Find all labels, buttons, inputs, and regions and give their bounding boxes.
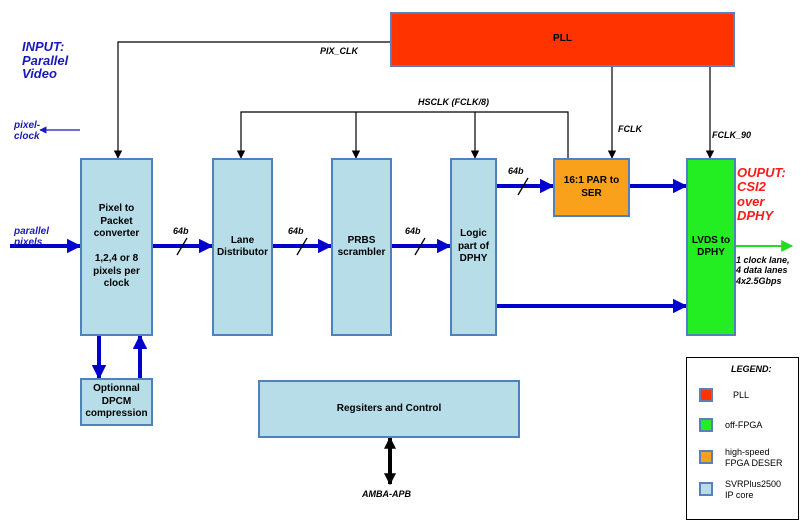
legend-title: LEGEND: xyxy=(731,364,772,374)
bus-width-label: 64b xyxy=(288,226,304,236)
pll-block: PLL xyxy=(390,12,735,67)
pixel-to-packet-label: Pixel to Packet converter 1,2,4 or 8 pix… xyxy=(93,203,140,290)
lvds-dphy-block: LVDS to DPHY xyxy=(686,158,736,336)
lane-distributor-label: Lane Distributor xyxy=(216,234,269,259)
fclk-label: FCLK xyxy=(618,124,642,134)
lvds-dphy-label: LVDS to DPHY xyxy=(691,234,731,259)
parallel-pixels-label: parallel pixels xyxy=(14,226,50,248)
legend-swatch-ipcore xyxy=(699,482,713,496)
pix-clk-label: PIX_CLK xyxy=(320,46,359,56)
bus-width-label: 64b xyxy=(173,226,189,236)
dpcm-label: Optionnal DPCM compression xyxy=(85,383,148,420)
pll-label: PLL xyxy=(553,33,572,45)
logic-dphy-block: Logic part of DPHY xyxy=(450,158,497,336)
lane-distributor-block: Lane Distributor xyxy=(212,158,273,336)
registers-label: Regsiters and Control xyxy=(336,402,442,414)
bus-slash xyxy=(517,177,529,196)
par-to-ser-label: 16:1 PAR to SER xyxy=(563,175,620,199)
legend-label-offfpga: off-FPGA xyxy=(725,420,763,430)
bus-width-label: 64b xyxy=(405,226,421,236)
bus-slash xyxy=(176,237,188,256)
input-title: INPUT: Parallel Video xyxy=(22,39,69,82)
legend-swatch-pll xyxy=(699,388,713,402)
pixel-to-packet-block: Pixel to Packet converter 1,2,4 or 8 pix… xyxy=(80,158,153,336)
logic-dphy-label: Logic part of DPHY xyxy=(457,228,490,265)
hsclk-label: HSCLK (FCLK/8) xyxy=(418,97,489,107)
legend-swatch-deser xyxy=(699,450,713,464)
legend-label-pll: PLL xyxy=(733,390,750,400)
bus-slash xyxy=(296,237,308,256)
output-lanes-label: 1 clock lane, 4 data lanes 4x2.5Gbps xyxy=(736,255,790,286)
par-to-ser-block: 16:1 PAR to SER xyxy=(553,158,630,217)
legend-label-deser: high-speed FPGA DESER xyxy=(725,447,783,468)
legend-label-ipcore: SVRPlus2500 IP core xyxy=(725,479,782,500)
fclk90-label: FCLK_90 xyxy=(712,130,752,140)
bus-slash xyxy=(414,237,426,256)
legend-swatch-offfpga xyxy=(699,418,713,432)
prbs-block: PRBS scrambler xyxy=(331,158,392,336)
prbs-label: PRBS scrambler xyxy=(337,234,386,259)
legend: LEGEND: PLL off-FPGA high-speed FPGA DES… xyxy=(686,357,799,520)
output-title: OUPUT: CSI2 over DPHY xyxy=(737,165,786,223)
dpcm-block: Optionnal DPCM compression xyxy=(80,378,153,426)
registers-block: Regsiters and Control xyxy=(258,380,520,438)
bus-width-label: 64b xyxy=(508,166,524,176)
hsclk-wire xyxy=(236,111,569,159)
amba-label: AMBA-APB xyxy=(362,489,411,499)
pix-clk-wire xyxy=(113,41,390,159)
pixel-clock-label: pixel- clock xyxy=(14,120,41,142)
